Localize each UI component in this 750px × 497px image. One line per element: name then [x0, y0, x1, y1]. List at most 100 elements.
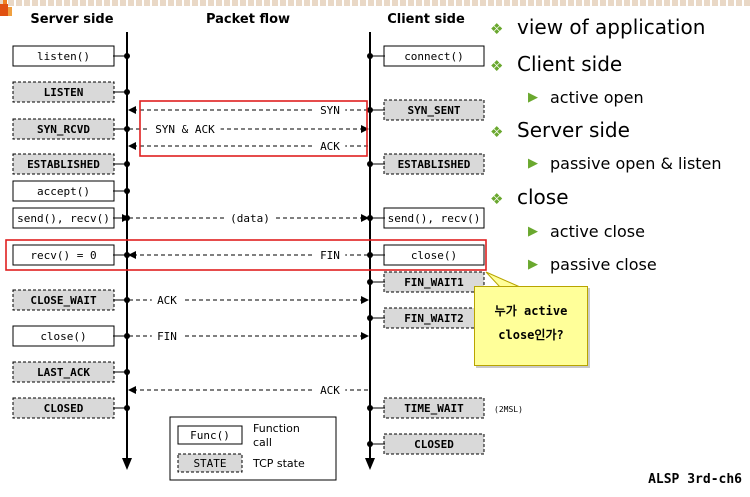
- legend-func-box-label: Func(): [190, 429, 230, 442]
- box-label: LAST_ACK: [37, 366, 90, 379]
- callout-line-1: 누가 active: [494, 304, 568, 318]
- client-time-wait-state: TIME_WAIT: [367, 397, 485, 419]
- box-label: CLOSED: [414, 438, 454, 451]
- active-close-highlight-box: [5, 239, 487, 271]
- box-label: CLOSE_WAIT: [30, 294, 97, 307]
- client-connect-call: connect(): [367, 45, 485, 67]
- diamond-flower-icon: ❖: [490, 190, 504, 208]
- packet-syn-ack: SYN & ACK: [129, 121, 369, 136]
- server-listen-state-state: LISTEN: [12, 81, 130, 103]
- logo-icon: [0, 0, 12, 16]
- box-label: SYN_SENT: [408, 104, 461, 117]
- box-label: CLOSED: [44, 402, 84, 415]
- bullet-text: passive close: [550, 255, 657, 274]
- bullet-text: close: [517, 185, 569, 209]
- packet-label: ACK: [320, 384, 340, 397]
- top-decoration-bar: [0, 0, 750, 6]
- bullet-client-side: ❖ Client side: [490, 52, 622, 76]
- bullet-close: ❖ close: [490, 185, 569, 209]
- server-timeline-arrowhead: [122, 458, 132, 470]
- server-last-ack-state: LAST_ACK: [12, 361, 130, 383]
- server-accept-call: accept(): [12, 180, 130, 202]
- server-side-header: Server side: [30, 12, 113, 27]
- legend-func-desc-2: call: [253, 436, 272, 449]
- callout-line-2: close인가?: [498, 328, 564, 342]
- bullet-text: Client side: [517, 52, 623, 76]
- diamond-flower-icon: ❖: [490, 57, 504, 75]
- client-syn-sent-state: SYN_SENT: [367, 99, 485, 121]
- box-label: FIN_WAIT2: [404, 312, 464, 325]
- packet-label: FIN: [320, 249, 340, 262]
- triangle-right-icon: ▶: [528, 257, 538, 272]
- bullet-active-open: ▶ active open: [528, 88, 644, 107]
- server-recv-zero-call: recv() = 0: [12, 244, 130, 266]
- box-label: close(): [411, 249, 457, 262]
- packet-label: SYN & ACK: [155, 123, 215, 136]
- client-send-recv-call: send(), recv(): [367, 207, 485, 229]
- packet-label: ACK: [320, 140, 340, 153]
- packet-label: ACK: [157, 294, 177, 307]
- box-label: send(), recv(): [17, 212, 110, 225]
- bullet-text: view of application: [517, 15, 706, 39]
- client-side-header: Client side: [387, 12, 465, 27]
- bullet-passive-close: ▶ passive close: [528, 255, 657, 274]
- server-send-recv-call: send(), recv(): [12, 207, 130, 229]
- packet-ack1: ACK: [128, 138, 368, 153]
- legend-state-entry: STATE TCP state: [177, 453, 305, 473]
- client-established-state: ESTABLISHED: [367, 153, 485, 175]
- client-fin-wait1-state: FIN_WAIT1: [367, 271, 485, 293]
- box-label: send(), recv(): [388, 212, 481, 225]
- packet-label: (data): [230, 212, 270, 225]
- question-callout: 누가 active close인가?: [474, 286, 588, 366]
- triangle-right-icon: ▶: [528, 90, 538, 105]
- box-label: recv() = 0: [30, 249, 96, 262]
- packet-fin2: FIN: [129, 328, 369, 343]
- client-fin-wait2-state: FIN_WAIT2: [367, 307, 485, 329]
- box-label: LISTEN: [44, 86, 84, 99]
- bullet-server-side: ❖ Server side: [490, 118, 630, 142]
- bullet-active-close: ▶ active close: [528, 222, 645, 241]
- bullet-text: active open: [550, 88, 644, 107]
- legend-state-box-label: STATE: [193, 457, 226, 470]
- server-syn-rcvd-state: SYN_RCVD: [12, 118, 130, 140]
- server-established-state: ESTABLISHED: [12, 153, 130, 175]
- bullet-passive-open: ▶ passive open & listen: [528, 154, 722, 173]
- server-closed-state: CLOSED: [12, 397, 130, 419]
- box-label: SYN_RCVD: [37, 123, 90, 136]
- diamond-flower-icon: ❖: [490, 20, 504, 38]
- box-label: ESTABLISHED: [398, 158, 471, 171]
- packet-syn: SYN: [128, 102, 368, 117]
- client-close-call: close(): [367, 244, 485, 266]
- packet-label: SYN: [320, 104, 340, 117]
- bullet-text: passive open & listen: [550, 154, 722, 173]
- box-label: listen(): [37, 50, 90, 63]
- diamond-flower-icon: ❖: [490, 123, 504, 141]
- packet-ack2: ACK: [129, 292, 369, 307]
- client-closed-state: CLOSED: [367, 433, 485, 455]
- packet-data: (data): [122, 210, 369, 225]
- packet-label: FIN: [157, 330, 177, 343]
- bullet-text: active close: [550, 222, 645, 241]
- triangle-right-icon: ▶: [528, 156, 538, 171]
- packet-flow-header: Packet flow: [206, 12, 290, 27]
- box-label: accept(): [37, 185, 90, 198]
- box-label: close(): [40, 330, 86, 343]
- box-label: TIME_WAIT: [404, 402, 464, 415]
- time-wait-duration-note: (2MSL): [494, 405, 523, 414]
- footer-label: ALSP 3rd-ch6: [648, 472, 742, 487]
- box-label: FIN_WAIT1: [404, 276, 464, 289]
- packet-ack3: ACK: [128, 382, 368, 397]
- server-close-call: close(): [12, 325, 130, 347]
- client-timeline-arrowhead: [365, 458, 375, 470]
- triangle-right-icon: ▶: [528, 224, 538, 239]
- server-listen-call: listen(): [12, 45, 130, 67]
- legend-func-desc-1: Function: [253, 422, 300, 435]
- handshake-highlight-box: [139, 100, 368, 157]
- legend-state-desc: TCP state: [252, 457, 305, 470]
- packet-fin1: FIN: [128, 247, 368, 262]
- bullet-text: Server side: [517, 118, 630, 142]
- server-close-wait-state: CLOSE_WAIT: [12, 289, 130, 311]
